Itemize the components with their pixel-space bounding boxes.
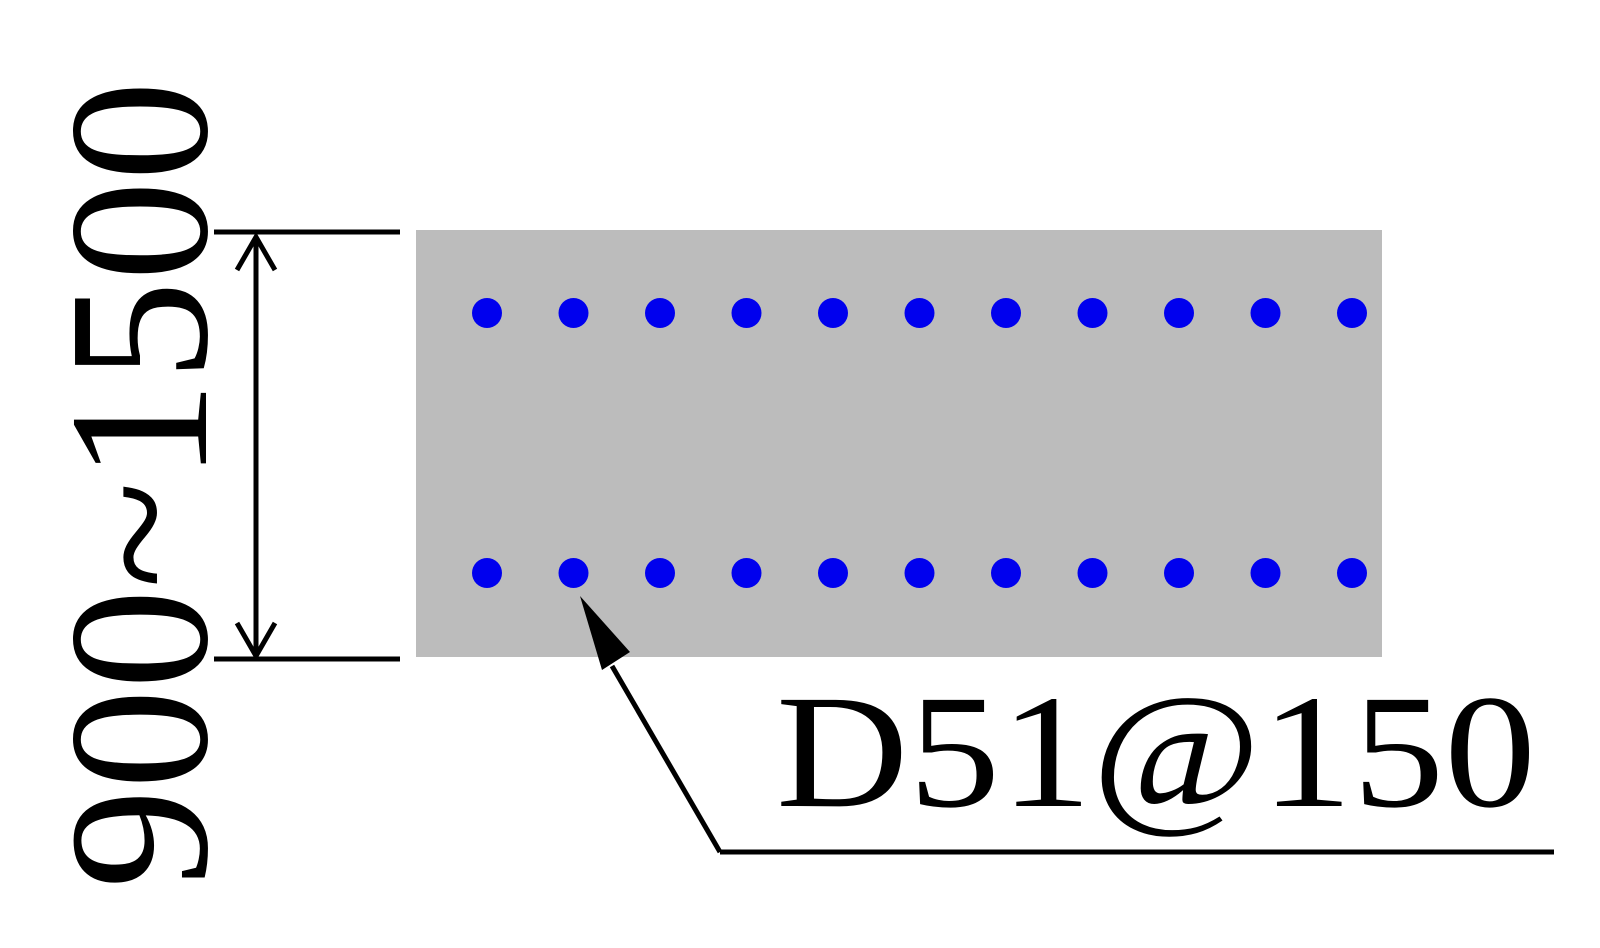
rebar-dot (1077, 298, 1108, 328)
rebar-dot (558, 558, 589, 588)
rebar-group (472, 298, 1367, 588)
rebar-dot (1337, 298, 1367, 328)
dimension-label: 900~1500 (29, 81, 250, 889)
leader-line (609, 664, 723, 854)
rebar-dot (1164, 298, 1194, 328)
rebar-dot (472, 298, 502, 328)
rebar-dot (731, 558, 762, 588)
leader-arrowhead (580, 596, 630, 670)
rebar-dot (645, 558, 675, 588)
rebar-dot (991, 298, 1021, 328)
concrete-section (416, 230, 1382, 657)
rebar-dot (991, 558, 1021, 588)
dimension-arrow-top (234, 231, 278, 272)
dimension-arrow-bottom (234, 621, 278, 662)
bar-spec-label: D51@150 (776, 663, 1536, 842)
rebar-dot (904, 298, 935, 328)
rebar-dot (731, 298, 762, 328)
rebar-dot (1077, 558, 1108, 588)
rebar-dot (558, 298, 589, 328)
rebar-dot (818, 298, 848, 328)
rebar-dot (472, 558, 502, 588)
rebar-dot (1250, 558, 1281, 588)
rebar-dot (1250, 298, 1281, 328)
rebar-dot (1337, 558, 1367, 588)
rebar-dot (904, 558, 935, 588)
rebar-dot (645, 298, 675, 328)
rebar-dot (1164, 558, 1194, 588)
rebar-dot (818, 558, 848, 588)
